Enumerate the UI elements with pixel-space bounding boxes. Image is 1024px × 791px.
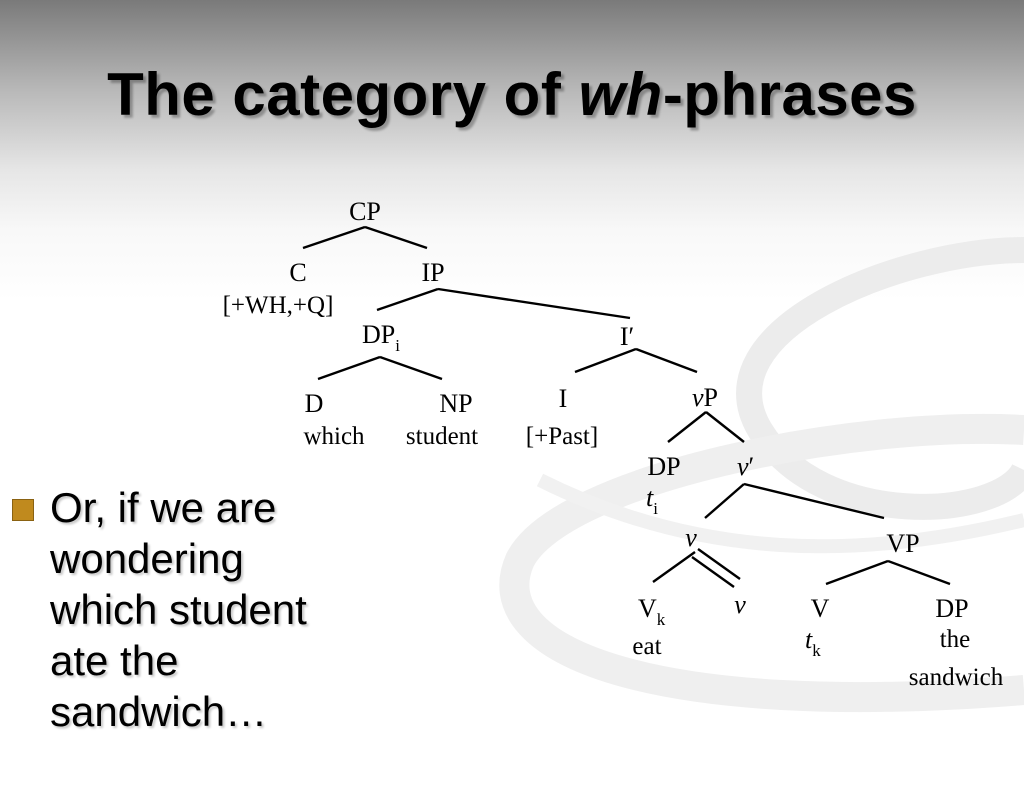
node-cp: CP: [349, 197, 381, 226]
node-obj-dp: DP: [935, 594, 968, 623]
edge-v-vk: [652, 551, 696, 583]
vk-label: V: [638, 594, 657, 623]
node-ip: IP: [421, 258, 444, 287]
trace-i: i: [653, 499, 658, 518]
word-which: which: [303, 423, 365, 450]
word-the: the: [940, 626, 971, 653]
node-v-low: v: [734, 590, 746, 619]
edge-vp-vbar: [705, 411, 745, 443]
node-VP: VP: [886, 529, 919, 558]
word-sandwich: sandwich: [909, 664, 1004, 691]
dp-label: DP: [362, 320, 395, 349]
node-i: I: [559, 384, 568, 413]
c-feature: [+WH,+Q]: [223, 292, 334, 319]
node-v-head: v: [685, 523, 697, 552]
node-vp-little: vP: [692, 383, 718, 412]
edge-ibar-vp: [635, 347, 698, 374]
node-V: V: [811, 594, 830, 623]
edge-vbar-VP: [743, 482, 885, 520]
i-feature: [+Past]: [526, 423, 598, 450]
bullet-square-icon: [12, 499, 34, 521]
trace2-k: k: [812, 641, 821, 660]
vbar-prime: ′: [749, 452, 755, 481]
edge-ip-ibar: [437, 287, 631, 320]
node-spec-dp: DP: [647, 452, 680, 481]
slide-title: The category of wh-phrases: [0, 60, 1024, 129]
word-student: student: [406, 423, 478, 450]
trace-tk: tk: [805, 625, 821, 660]
bullet-text: Or, if we are wondering which student at…: [50, 484, 307, 735]
node-dp: DPi: [362, 320, 400, 355]
trace2-t: t: [805, 625, 813, 654]
node-d: D: [305, 389, 324, 418]
title-italic: wh: [578, 61, 663, 128]
edge-dp-np: [379, 355, 443, 381]
edge-cp-c: [302, 225, 366, 250]
vk-index: k: [657, 610, 666, 629]
vp-little-v: v: [692, 383, 704, 412]
edge-VP-dp: [887, 559, 951, 586]
node-vbar: v′: [737, 452, 754, 481]
edge-ibar-i: [574, 347, 637, 374]
title-prefix: The category of: [107, 61, 579, 128]
title-suffix: -phrases: [662, 61, 917, 128]
word-eat: eat: [632, 633, 661, 660]
edge-VP-v: [825, 559, 889, 586]
vp-little-p: P: [704, 383, 718, 412]
vbar-v: v: [737, 452, 749, 481]
edge-cp-ip: [364, 225, 428, 250]
edge-vp-dp: [667, 411, 707, 443]
edge-v-vlow-b: [691, 556, 735, 588]
edge-dp-d: [317, 355, 381, 381]
trace-ti: ti: [646, 483, 658, 518]
edge-v-vlow-a: [697, 548, 741, 580]
edge-ip-dp: [376, 287, 439, 312]
edge-vbar-v: [704, 483, 745, 519]
node-ibar: I′: [620, 322, 634, 351]
dp-index: i: [395, 336, 400, 355]
node-c: C: [289, 258, 306, 287]
trace-t: t: [646, 483, 654, 512]
node-vk: Vk: [638, 594, 666, 629]
node-np: NP: [439, 389, 472, 418]
